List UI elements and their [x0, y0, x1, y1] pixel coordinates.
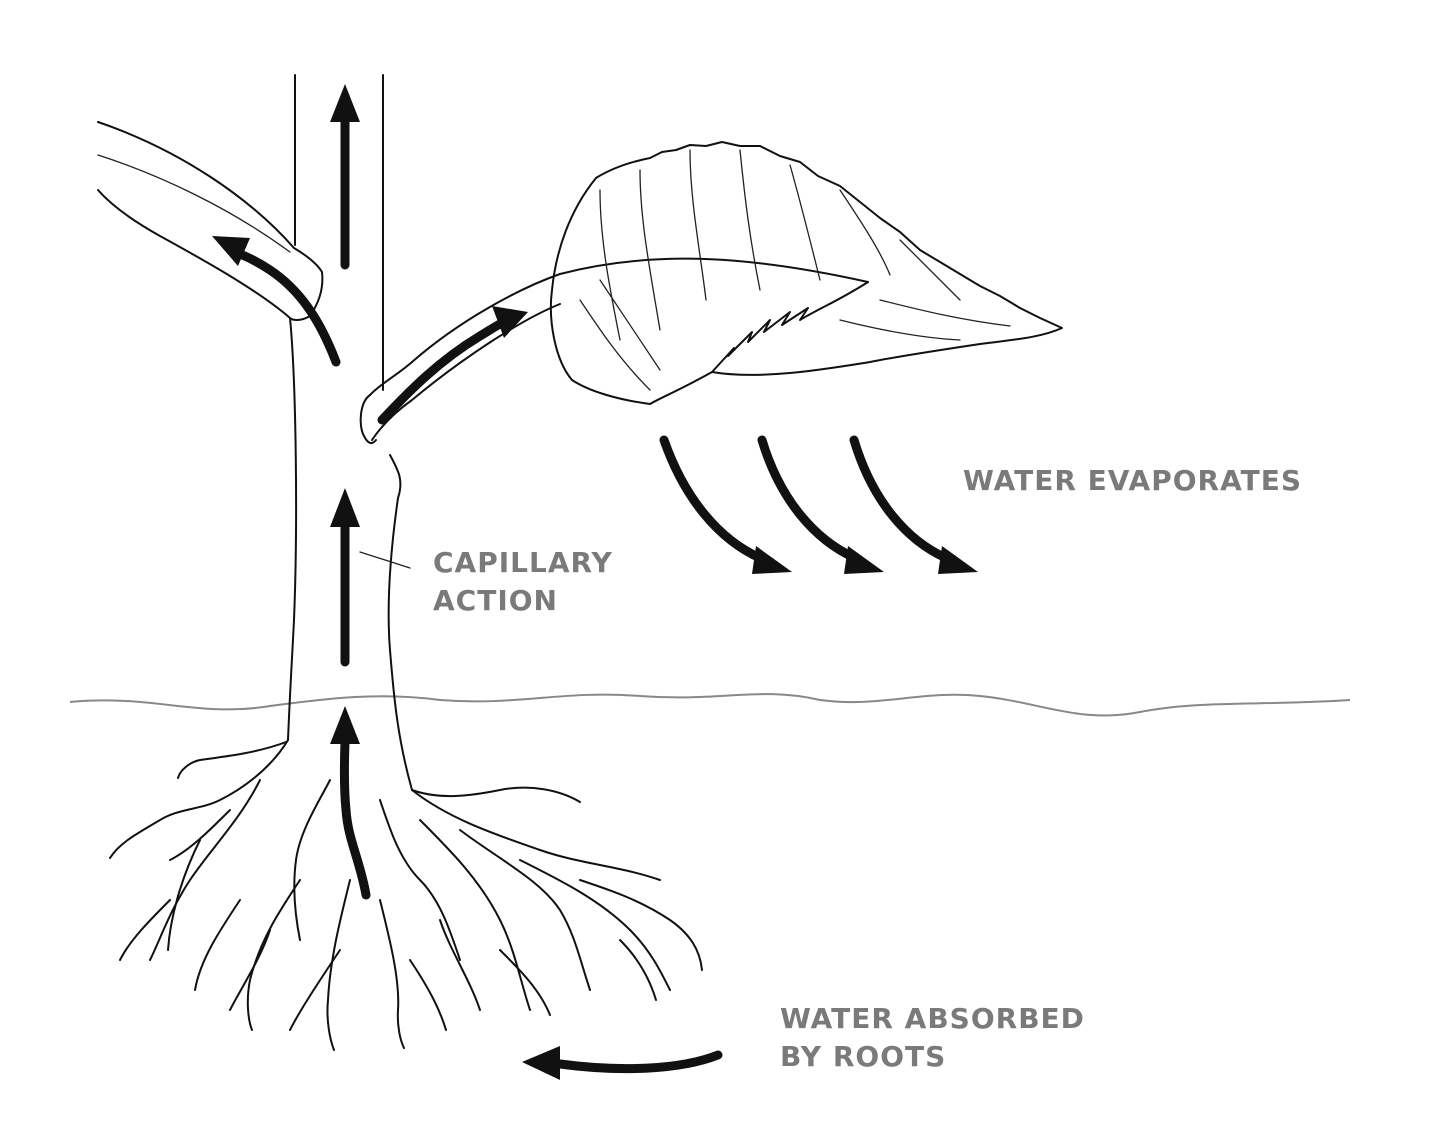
plant-stem: [287, 74, 413, 791]
capillary-leader-line: [359, 551, 411, 569]
water-evaporates-label: WATER EVAPORATES: [963, 462, 1302, 500]
up-arrow-root: [330, 706, 371, 900]
up-arrow-top: [330, 84, 360, 270]
absorbed-text-line1: WATER ABSORBED: [780, 1002, 1085, 1035]
capillary-text-line1: CAPILLARY: [433, 546, 613, 579]
absorbed-text-line2: BY ROOTS: [780, 1040, 947, 1073]
petiole-arrow: [377, 306, 528, 425]
evaporation-arrows: [659, 435, 978, 574]
leaf: [549, 141, 1063, 405]
capillary-text-line2: ACTION: [433, 584, 558, 617]
ground-line: [69, 693, 1351, 717]
capillary-action-label: CAPILLARY ACTION: [433, 544, 613, 620]
up-arrow-middle: [330, 488, 360, 667]
branch-arrow: [212, 236, 341, 367]
water-absorbed-label: WATER ABSORBED BY ROOTS: [780, 1000, 1085, 1076]
root-system: [109, 739, 703, 1051]
water-evaporates-text: WATER EVAPORATES: [963, 464, 1302, 497]
absorption-arrow: [522, 1046, 723, 1080]
leaf-petiole: [359, 257, 869, 445]
